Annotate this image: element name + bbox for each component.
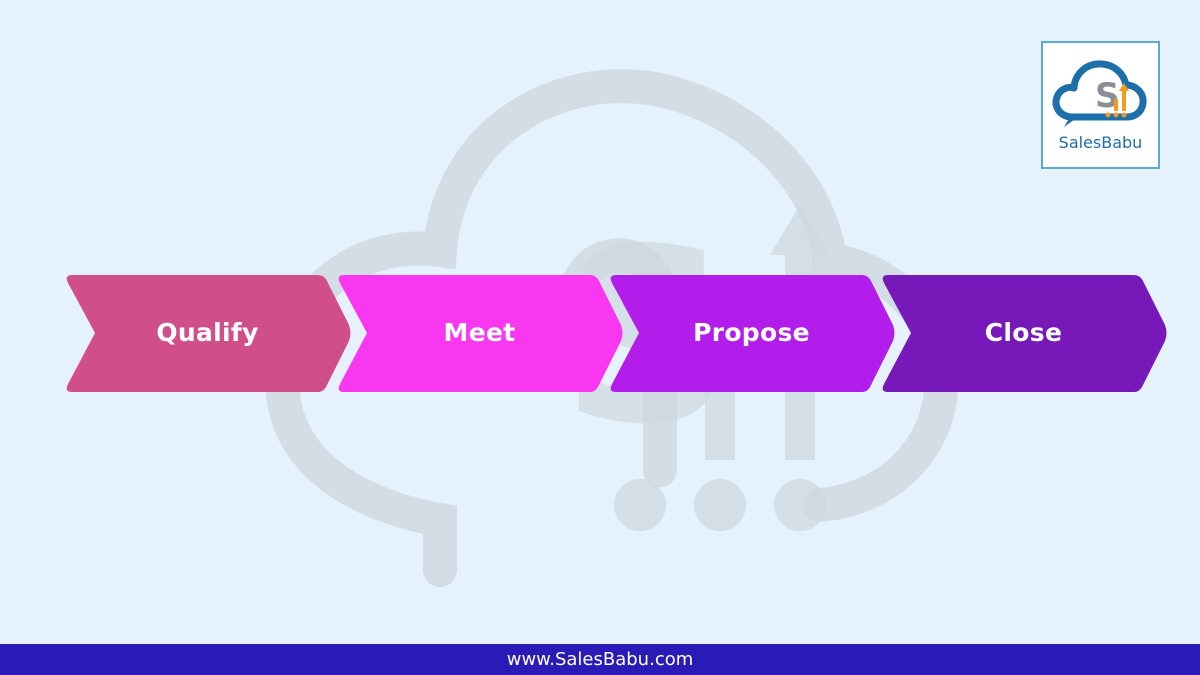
step-label-meet: Meet	[443, 318, 516, 347]
step-label-propose: Propose	[693, 318, 810, 347]
step-label-close: Close	[984, 318, 1063, 347]
step-label-qualify: Qualify	[156, 318, 259, 347]
step-qualify-chevron	[66, 275, 351, 392]
footer-bar: www.SalesBabu.com	[0, 644, 1200, 675]
footer-website-link[interactable]: www.SalesBabu.com	[506, 649, 694, 670]
brand-name: SalesBabu	[1058, 133, 1143, 152]
step-meet-chevron	[338, 275, 623, 392]
step-close-chevron	[882, 275, 1167, 392]
brand-logo[interactable]: S SalesBabu	[1041, 41, 1160, 169]
step-propose-chevron	[610, 275, 895, 392]
cloud-chart-logo-icon: S	[1052, 60, 1147, 127]
